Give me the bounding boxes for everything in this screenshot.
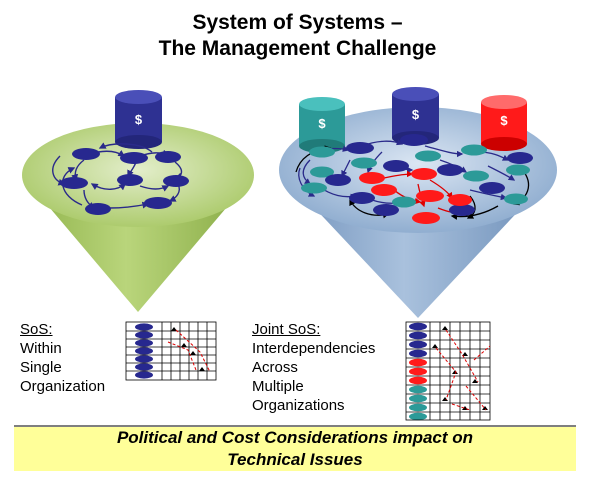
node [415, 150, 441, 162]
left-dependency-matrix [125, 321, 217, 381]
left-caption-line: Single [20, 359, 62, 376]
node [359, 172, 385, 184]
dollar-sign: $ [135, 112, 143, 127]
matrix-row-marker [409, 412, 427, 421]
dollar-sign: $ [412, 107, 420, 122]
right-network-nodes [301, 134, 533, 224]
node [117, 174, 143, 186]
footer-banner: Political and Cost Considerations impact… [14, 425, 576, 471]
left-caption-line: Organization [20, 378, 106, 395]
left-caption: SoS: Within Single Organization [20, 320, 105, 396]
node [449, 204, 475, 216]
node [373, 204, 399, 216]
node [325, 174, 351, 186]
node [412, 212, 440, 224]
node [310, 166, 334, 178]
right-caption-line: Organizations [252, 397, 345, 414]
node [400, 134, 428, 146]
matrix-row-marker [409, 403, 427, 412]
footer-line-2: Technical Issues [227, 450, 363, 469]
node [506, 164, 530, 176]
matrix-row-marker [409, 340, 427, 349]
matrix-row-marker [409, 376, 427, 385]
node [309, 146, 335, 158]
right-database-icon-teal: $ [299, 97, 345, 153]
node [85, 203, 111, 215]
node [437, 164, 463, 176]
node [144, 197, 172, 209]
matrix-row-marker [409, 367, 427, 376]
node [163, 175, 189, 187]
node [383, 160, 409, 172]
matrix-row-marker [409, 385, 427, 394]
matrix-row-marker [409, 358, 427, 367]
node [448, 194, 472, 206]
dollar-sign: $ [318, 116, 326, 131]
node [411, 168, 437, 180]
left-caption-heading: SoS: [20, 321, 53, 338]
matrix-row-marker [409, 349, 427, 358]
right-caption-line: Interdependencies [252, 340, 376, 357]
node [461, 144, 487, 156]
left-caption-line: Within [20, 340, 62, 357]
node [301, 182, 327, 194]
right-caption: Joint SoS: Interdependencies Across Mult… [252, 320, 375, 415]
node [120, 152, 148, 164]
right-caption-line: Multiple [252, 378, 304, 395]
right-caption-heading: Joint SoS: [252, 321, 321, 338]
matrix-row-marker [409, 331, 427, 340]
node [72, 148, 100, 160]
node [416, 190, 444, 202]
node [463, 170, 489, 182]
node [349, 192, 375, 204]
dollar-sign: $ [500, 113, 508, 128]
right-caption-line: Across [252, 359, 298, 376]
node [507, 152, 533, 164]
footer-line-1: Political and Cost Considerations impact… [116, 428, 474, 447]
node [371, 184, 397, 196]
left-network-nodes [60, 148, 189, 215]
node [351, 157, 377, 169]
node [155, 151, 181, 163]
title-line-2: The Management Challenge [158, 37, 437, 60]
matrix-row-marker [409, 322, 427, 331]
node [392, 196, 416, 208]
matrix-row-marker [409, 394, 427, 403]
node [60, 177, 88, 189]
right-dependency-matrix [405, 321, 491, 421]
node [504, 193, 528, 205]
title-line-1: System of Systems – [192, 11, 403, 34]
node [479, 182, 505, 194]
left-cone [22, 123, 254, 312]
left-database-icon: $ [115, 90, 162, 149]
right-database-icon-red: $ [481, 95, 527, 151]
node [346, 142, 374, 154]
